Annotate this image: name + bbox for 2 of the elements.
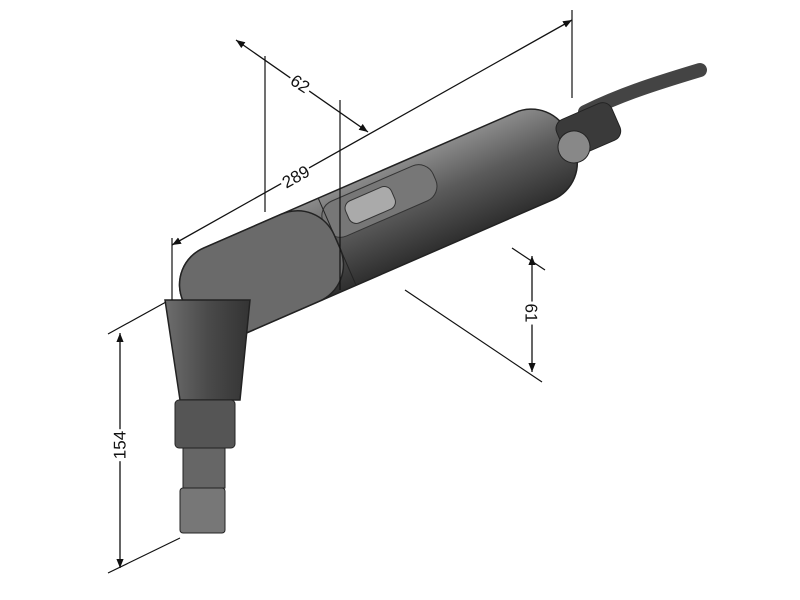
- dimension-label: 154: [112, 428, 128, 462]
- dimension-label: 61: [522, 302, 540, 324]
